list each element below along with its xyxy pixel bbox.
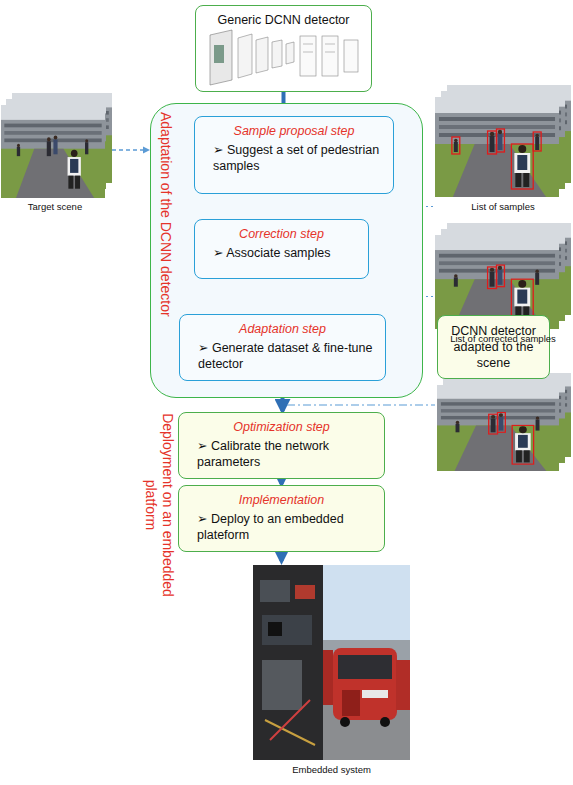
figure-part <box>1 105 105 198</box>
figure-part <box>437 385 559 471</box>
process-box: Correction step➢ Associate samples <box>194 219 369 279</box>
cnn-figure <box>205 27 363 85</box>
figure-part <box>498 413 506 433</box>
figure-part <box>511 144 533 189</box>
figure-part <box>340 717 350 727</box>
figure-part <box>303 52 313 53</box>
section-heading: Deployment on an embedded platform <box>142 405 176 605</box>
figure-part <box>214 45 224 63</box>
figure-part <box>262 660 302 710</box>
figure-part <box>489 414 498 434</box>
figure-part <box>333 648 397 720</box>
step-title: Adaptation step <box>188 321 377 337</box>
step-title: Implémentation <box>187 492 376 508</box>
process-box: Sample proposal step➢ Suggest a set of p… <box>194 116 394 194</box>
dashed-arrow <box>112 147 150 154</box>
image-caption: List of corrected samples <box>435 333 571 345</box>
step-text: ➢ Associate samples <box>203 242 360 261</box>
figure-part <box>272 40 282 68</box>
figure-part <box>533 132 541 151</box>
step-text: ➢ Deploy to an embedded plateform <box>187 508 376 543</box>
figure-part <box>205 27 363 85</box>
figure-part <box>253 565 323 760</box>
step-title: Sample proposal step <box>203 123 385 139</box>
figure-part <box>323 565 410 760</box>
image-caption: List of samples <box>435 201 571 213</box>
figure-part <box>497 265 505 287</box>
figure-part <box>488 131 497 154</box>
process-box: Generic DCNN detector <box>195 5 372 92</box>
box-title: DCNN detector adapted to the scene <box>446 323 541 371</box>
leader-line <box>287 404 435 405</box>
figure-part <box>268 622 282 636</box>
figure-part <box>256 37 268 73</box>
step-text: ➢ Calibrate the network parameters <box>187 435 376 470</box>
stage-group: Adaptation of the DCNN detector Sample pr… <box>150 103 423 398</box>
figure-part <box>270 700 310 740</box>
image-caption: Target scene <box>0 201 110 213</box>
step-text: ➢ Generate dataset & fine-tune detector <box>188 337 377 372</box>
figure-part <box>437 385 559 471</box>
step-title: Correction step <box>203 226 360 242</box>
figure-part <box>260 580 290 602</box>
figure-part <box>322 36 338 76</box>
figure-part <box>380 717 390 727</box>
figure-part <box>112 149 146 150</box>
figure-part <box>488 267 497 289</box>
sample-photos <box>435 85 571 197</box>
flow-arrow <box>280 552 284 561</box>
figure-part <box>303 44 313 45</box>
step-text: ➢ Suggest a set of pedestrian samples <box>203 139 385 174</box>
figure-part <box>143 147 150 154</box>
figure-part <box>362 690 388 698</box>
figure-part <box>452 137 460 154</box>
figure-part <box>238 34 252 78</box>
target-scene-photos <box>1 93 112 198</box>
figure-part <box>325 44 335 45</box>
box-title: Generic DCNN detector <box>204 12 363 28</box>
image-caption: Embedded system <box>253 764 410 776</box>
figure-part <box>396 660 410 710</box>
flow-arrow <box>280 479 284 484</box>
embedded-system-photo <box>253 565 410 760</box>
figure-part <box>210 30 232 85</box>
figure-part <box>323 650 333 705</box>
adapted-photos <box>437 373 571 471</box>
process-box: Optimization step➢ Calibrate the network… <box>178 412 385 479</box>
figure-part <box>300 36 316 76</box>
figure-part <box>262 615 312 645</box>
figure-part <box>344 40 358 72</box>
process-box: Adaptation step➢ Generate dataset & fine… <box>179 314 386 381</box>
figure-part <box>286 42 294 64</box>
figure-part <box>295 585 315 599</box>
figure-part <box>497 129 505 152</box>
step-title: Optimization step <box>187 419 376 435</box>
process-box: DCNN detector adapted to the scene <box>437 315 550 379</box>
figure-part <box>325 52 335 53</box>
figure-part <box>512 425 533 464</box>
process-box: Implémentation➢ Deploy to an embedded pl… <box>178 485 385 552</box>
figure-part <box>435 97 559 197</box>
figure-part <box>1 105 105 198</box>
corrected-photos <box>435 223 571 329</box>
figure-part <box>265 720 315 745</box>
figure-part <box>342 690 360 716</box>
group-heading: Adaptation of the DCNN detector <box>157 112 175 352</box>
figure-part <box>338 655 392 679</box>
figure-part <box>435 97 559 197</box>
